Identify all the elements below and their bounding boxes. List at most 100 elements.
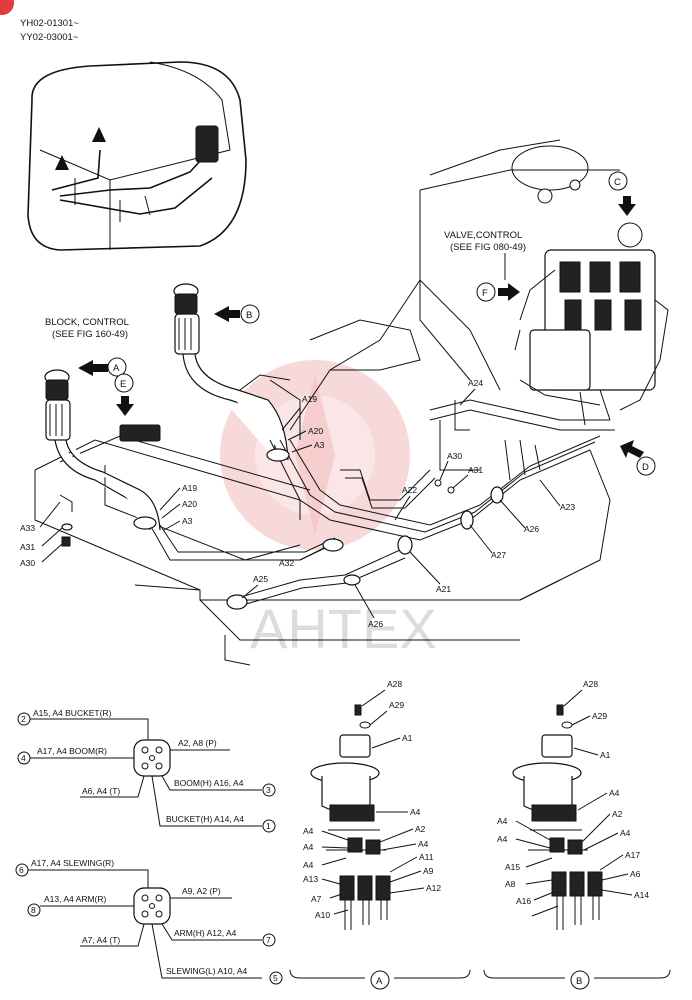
label-a19-top: A19 xyxy=(302,394,317,404)
port-7-number: 7 xyxy=(266,935,271,945)
label-a26-bottom: A26 xyxy=(368,619,383,629)
arm-r-label: A13, A4 ARM(R) xyxy=(44,894,107,904)
view-f-marker xyxy=(476,282,496,302)
serial-number-1: YH02-01301~ xyxy=(20,18,79,29)
detail-a-label-a12: A12 xyxy=(426,883,441,893)
detail-a-title: A xyxy=(376,976,383,987)
view-a-label: A xyxy=(113,363,120,374)
arrow-e-icon xyxy=(116,396,134,416)
label-a3-top: A3 xyxy=(314,440,325,450)
detail-a-label-a13: A13 xyxy=(303,874,318,884)
left-control-block xyxy=(44,369,161,531)
port-8-marker xyxy=(27,903,41,917)
detail-view-a: A28 A29 A1 A4 A4 A2 A4 A4 A4 A11 A13 A9 … xyxy=(289,679,471,990)
detail-b-label-a1: A1 xyxy=(600,750,611,760)
detail-a-label-a7: A7 xyxy=(311,894,322,904)
port-5-number: 5 xyxy=(273,973,278,983)
view-d-label: D xyxy=(642,462,649,473)
block-control-label: BLOCK, CONTROL xyxy=(45,317,129,328)
detail-b-title-marker xyxy=(570,970,590,990)
t-port-bottom-label: A7, A4 (T) xyxy=(82,935,120,945)
label-a32: A32 xyxy=(279,558,294,568)
detail-b-label-a15: A17 xyxy=(625,850,640,860)
main-assembly xyxy=(34,139,669,666)
view-d-marker xyxy=(636,456,656,476)
valve-control-cluster xyxy=(514,179,669,426)
detail-b-label-a4-4: A4 xyxy=(620,828,631,838)
label-a20-left: A20 xyxy=(182,499,197,509)
port-3-number: 3 xyxy=(266,785,271,795)
label-a25: A25 xyxy=(253,574,268,584)
port-7-marker xyxy=(262,933,276,947)
label-a21: A21 xyxy=(436,584,451,594)
label-a24: A24 xyxy=(468,378,483,388)
boom-h-label: BOOM(H) A16, A4 xyxy=(174,778,244,788)
detail-b-label-a8: A6 xyxy=(630,869,641,879)
watermark-text: AHTEX xyxy=(250,597,437,660)
arm-h-label: ARM(H) A12, A4 xyxy=(174,928,237,938)
port-1-number: 1 xyxy=(266,821,271,831)
p-port-top-label: A2, A8 (P) xyxy=(178,738,217,748)
label-a19-left: A19 xyxy=(182,483,197,493)
bucket-r-label: A15, A4 BUCKET(R) xyxy=(33,708,112,718)
port-schematic-top: 2 A15, A4 BUCKET(R) 4 A17, A4 BOOM(R) A2… xyxy=(17,708,276,833)
cab-overview-sketch xyxy=(27,61,247,251)
label-a22: A22 xyxy=(402,485,417,495)
arrow-b-icon xyxy=(214,306,240,322)
view-markers: A B C D E F xyxy=(78,171,656,476)
arrow-a-icon xyxy=(78,360,108,376)
detail-a-label-a2: A2 xyxy=(415,824,426,834)
detail-b-label-a16: A14 xyxy=(634,890,649,900)
view-e-marker xyxy=(114,373,134,393)
label-a27: A27 xyxy=(491,550,506,560)
detail-a-title-marker xyxy=(370,970,390,990)
detail-a-label-a10: A10 xyxy=(315,910,330,920)
detail-a-label-a29: A29 xyxy=(389,700,404,710)
label-a26-right: A26 xyxy=(524,524,539,534)
serial-number-2: YY02-03001~ xyxy=(20,32,79,43)
view-b-marker xyxy=(240,304,260,324)
label-a20-top: A20 xyxy=(308,426,323,436)
view-f-label: F xyxy=(482,288,488,299)
detail-b-label-a6: A16 xyxy=(516,896,531,906)
bucket-h-label: BUCKET(H) A14, A4 xyxy=(166,814,244,824)
detail-b-label-a2: A2 xyxy=(612,809,623,819)
detail-b-label-a4-2: A4 xyxy=(497,816,508,826)
part-labels: A19 A20 A3 A19 A20 A3 A24 A30 A31 A22 A2… xyxy=(20,378,575,629)
detail-a-label-a4-1: A4 xyxy=(410,807,421,817)
right-control-block xyxy=(173,283,289,461)
port-schematic-bottom: 6 A17, A4 SLEWING(R) 8 A13, A4 ARM(R) A9… xyxy=(15,858,283,985)
block-e xyxy=(119,424,161,442)
detail-b-label-a4-1: A4 xyxy=(609,788,620,798)
detail-a-label-a4-3: A4 xyxy=(303,842,314,852)
page-corner-badge xyxy=(0,0,14,15)
view-a-marker xyxy=(107,357,127,377)
port-5-marker xyxy=(269,971,283,985)
valve-control-ref: (SEE FIG 080-49) xyxy=(450,242,526,253)
view-c-label: C xyxy=(614,177,621,188)
boom-r-label: A17, A4 BOOM(R) xyxy=(37,746,107,756)
arrow-f-icon xyxy=(498,283,520,301)
port-3-marker xyxy=(262,783,276,797)
label-a31-mid: A31 xyxy=(468,465,483,475)
detail-a-label-a4-4: A4 xyxy=(418,839,429,849)
detail-a-label-a4-5: A4 xyxy=(303,860,314,870)
port-4-number: 4 xyxy=(21,753,26,763)
valve-control-label: VALVE,CONTROL xyxy=(444,230,522,241)
slewing-r-label: A17, A4 SLEWING(R) xyxy=(31,858,114,868)
label-a23: A23 xyxy=(560,502,575,512)
t-port-top-label: A6, A4 (T) xyxy=(82,786,120,796)
detail-a-label-a28: A28 xyxy=(387,679,402,689)
label-a31-left: A31 xyxy=(20,542,35,552)
block-control-ref: (SEE FIG 160-49) xyxy=(52,329,128,340)
detail-b-label-a4-5: A15 xyxy=(505,862,520,872)
detail-b-title: B xyxy=(576,976,582,987)
port-6-number: 6 xyxy=(19,865,24,875)
label-a33: A33 xyxy=(20,523,35,533)
view-b-label: B xyxy=(246,310,252,321)
label-a30-left: A30 xyxy=(20,558,35,568)
arrow-d-icon xyxy=(620,440,644,458)
detail-b-label-a28: A28 xyxy=(583,679,598,689)
detail-a-label-a11: A11 xyxy=(419,852,434,862)
view-c-marker xyxy=(608,171,628,191)
